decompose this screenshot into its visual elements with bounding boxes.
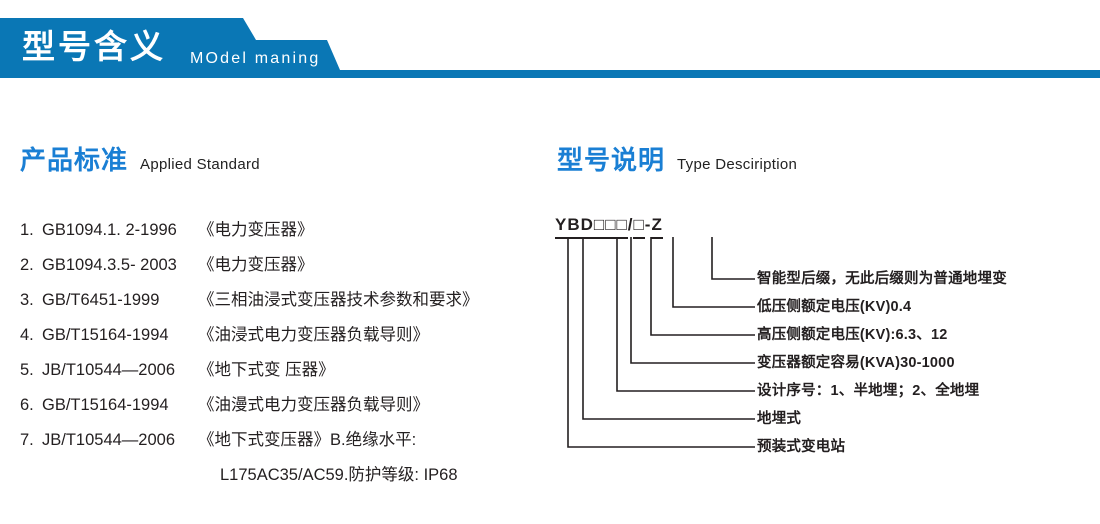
standard-index: 7. [20,431,34,449]
standard-row: 1. GB1094.1. 2-1996 《电力变压器》 [20,216,540,251]
standard-row: 6. GB/T15164-1994 《油漫式电力变压器负载导则》 [20,391,540,426]
standard-row: 2. GB1094.3.5- 2003 《电力变压器》 [20,251,540,286]
standard-code: GB/T6451-1999 [42,291,160,309]
standard-title: 《三相油浸式变压器技术参数和要求》 [198,291,479,309]
standards-list: 1. GB1094.1. 2-1996 《电力变压器》 2. GB1094.3.5- 2… [20,216,540,498]
section-heading-applied-standard-en: Applied Standard [140,156,260,173]
standard-title: 《油浸式电力变压器负载导则》 [198,326,429,344]
page-banner: 型号含义 MOdel maning [0,0,1100,100]
standard-index: 3. [20,291,34,309]
standard-index: 4. [20,326,34,344]
type-code-segment: □ [593,215,606,239]
type-code-segment: - [644,215,652,234]
standard-index: 6. [20,396,34,414]
standard-index: 2. [20,256,34,274]
type-code-segment: □ [616,215,628,239]
standard-code: JB/T10544—2006 [42,361,176,379]
section-heading-applied-standard-cn: 产品标准 [20,145,129,175]
leader-line [567,237,755,448]
standard-code: GB/T15164-1994 [42,326,169,344]
type-code-label: 智能型后缀，无此后缀则为普通地埋变 [757,271,1007,287]
standard-title: 《油漫式电力变压器负载导则》 [198,396,429,414]
section-heading-type-description-en: Type Desciription [677,156,798,173]
standard-row: 4. GB/T15164-1994 《油浸式电力变压器负载导则》 [20,321,540,356]
standard-index: 5. [20,361,34,379]
type-code-segment: □ [633,215,645,239]
type-code-label: 变压器额定容易(KVA)30-1000 [757,355,955,371]
standard-continuation-line: L175AC35/AC59.防护等级: IP68 [220,466,458,484]
standard-code: GB1094.3.5- 2003 [42,256,177,274]
standard-title: 《电力变压器》 [198,256,314,274]
banner-shape [0,18,1100,78]
leader-line [711,237,755,280]
standard-code: GB/T15164-1994 [42,396,169,414]
type-code-segment: D [580,215,594,239]
section-heading-type-description: 型号说明 Type Desciription [557,140,797,177]
banner-title-en: MOdel maning [190,50,321,67]
standard-title: 《地下式变压器》B.绝缘水平: [198,431,417,449]
section-heading-applied-standard: 产品标准 Applied Standard [20,140,260,177]
standard-title: 《地下式变 压器》 [198,361,335,379]
standard-row: 7. JB/T10544—2006 《地下式变压器》B.绝缘水平: [20,426,540,461]
type-code-label: 低压侧额定电压(KV)0.4 [757,299,912,315]
type-code-segment: □ [605,215,617,239]
type-code-label: 预装式变电站 [757,439,846,455]
type-code-leader-lines [567,237,755,448]
leader-line [582,237,755,420]
type-code-segment: Z [651,215,663,239]
type-code-segment: / [627,215,634,234]
type-code-label: 设计序号：1、半地埋；2、全地埋 [757,383,980,399]
standard-code: JB/T10544—2006 [42,431,176,449]
type-code-diagram: YB D □□□/□ -Z 智能型后缀，无此后缀则为普通地埋变低压侧额定电压(K… [550,210,1100,470]
standard-title: 《电力变压器》 [198,221,314,239]
leader-line [672,237,755,308]
banner-title-cn: 型号含义 [22,28,166,65]
type-code-string: YB D □□□/□ -Z [555,215,663,239]
leader-line [616,237,755,392]
leader-line [630,237,755,364]
leader-line [650,237,755,336]
standard-code: GB1094.1. 2-1996 [42,221,177,239]
type-code-label: 地埋式 [757,411,802,427]
standard-index: 1. [20,221,34,239]
section-heading-type-description-cn: 型号说明 [557,145,666,175]
standard-row: 3. GB/T6451-1999 《三相油浸式变压器技术参数和要求》 [20,286,540,321]
standard-row: 5. JB/T10544—2006 《地下式变 压器》 [20,356,540,391]
type-code-label: 高压侧额定电压(KV):6.3、12 [757,327,948,343]
type-code-label-list: 智能型后缀，无此后缀则为普通地埋变低压侧额定电压(KV)0.4 高压侧额定电压(K… [757,265,1100,461]
